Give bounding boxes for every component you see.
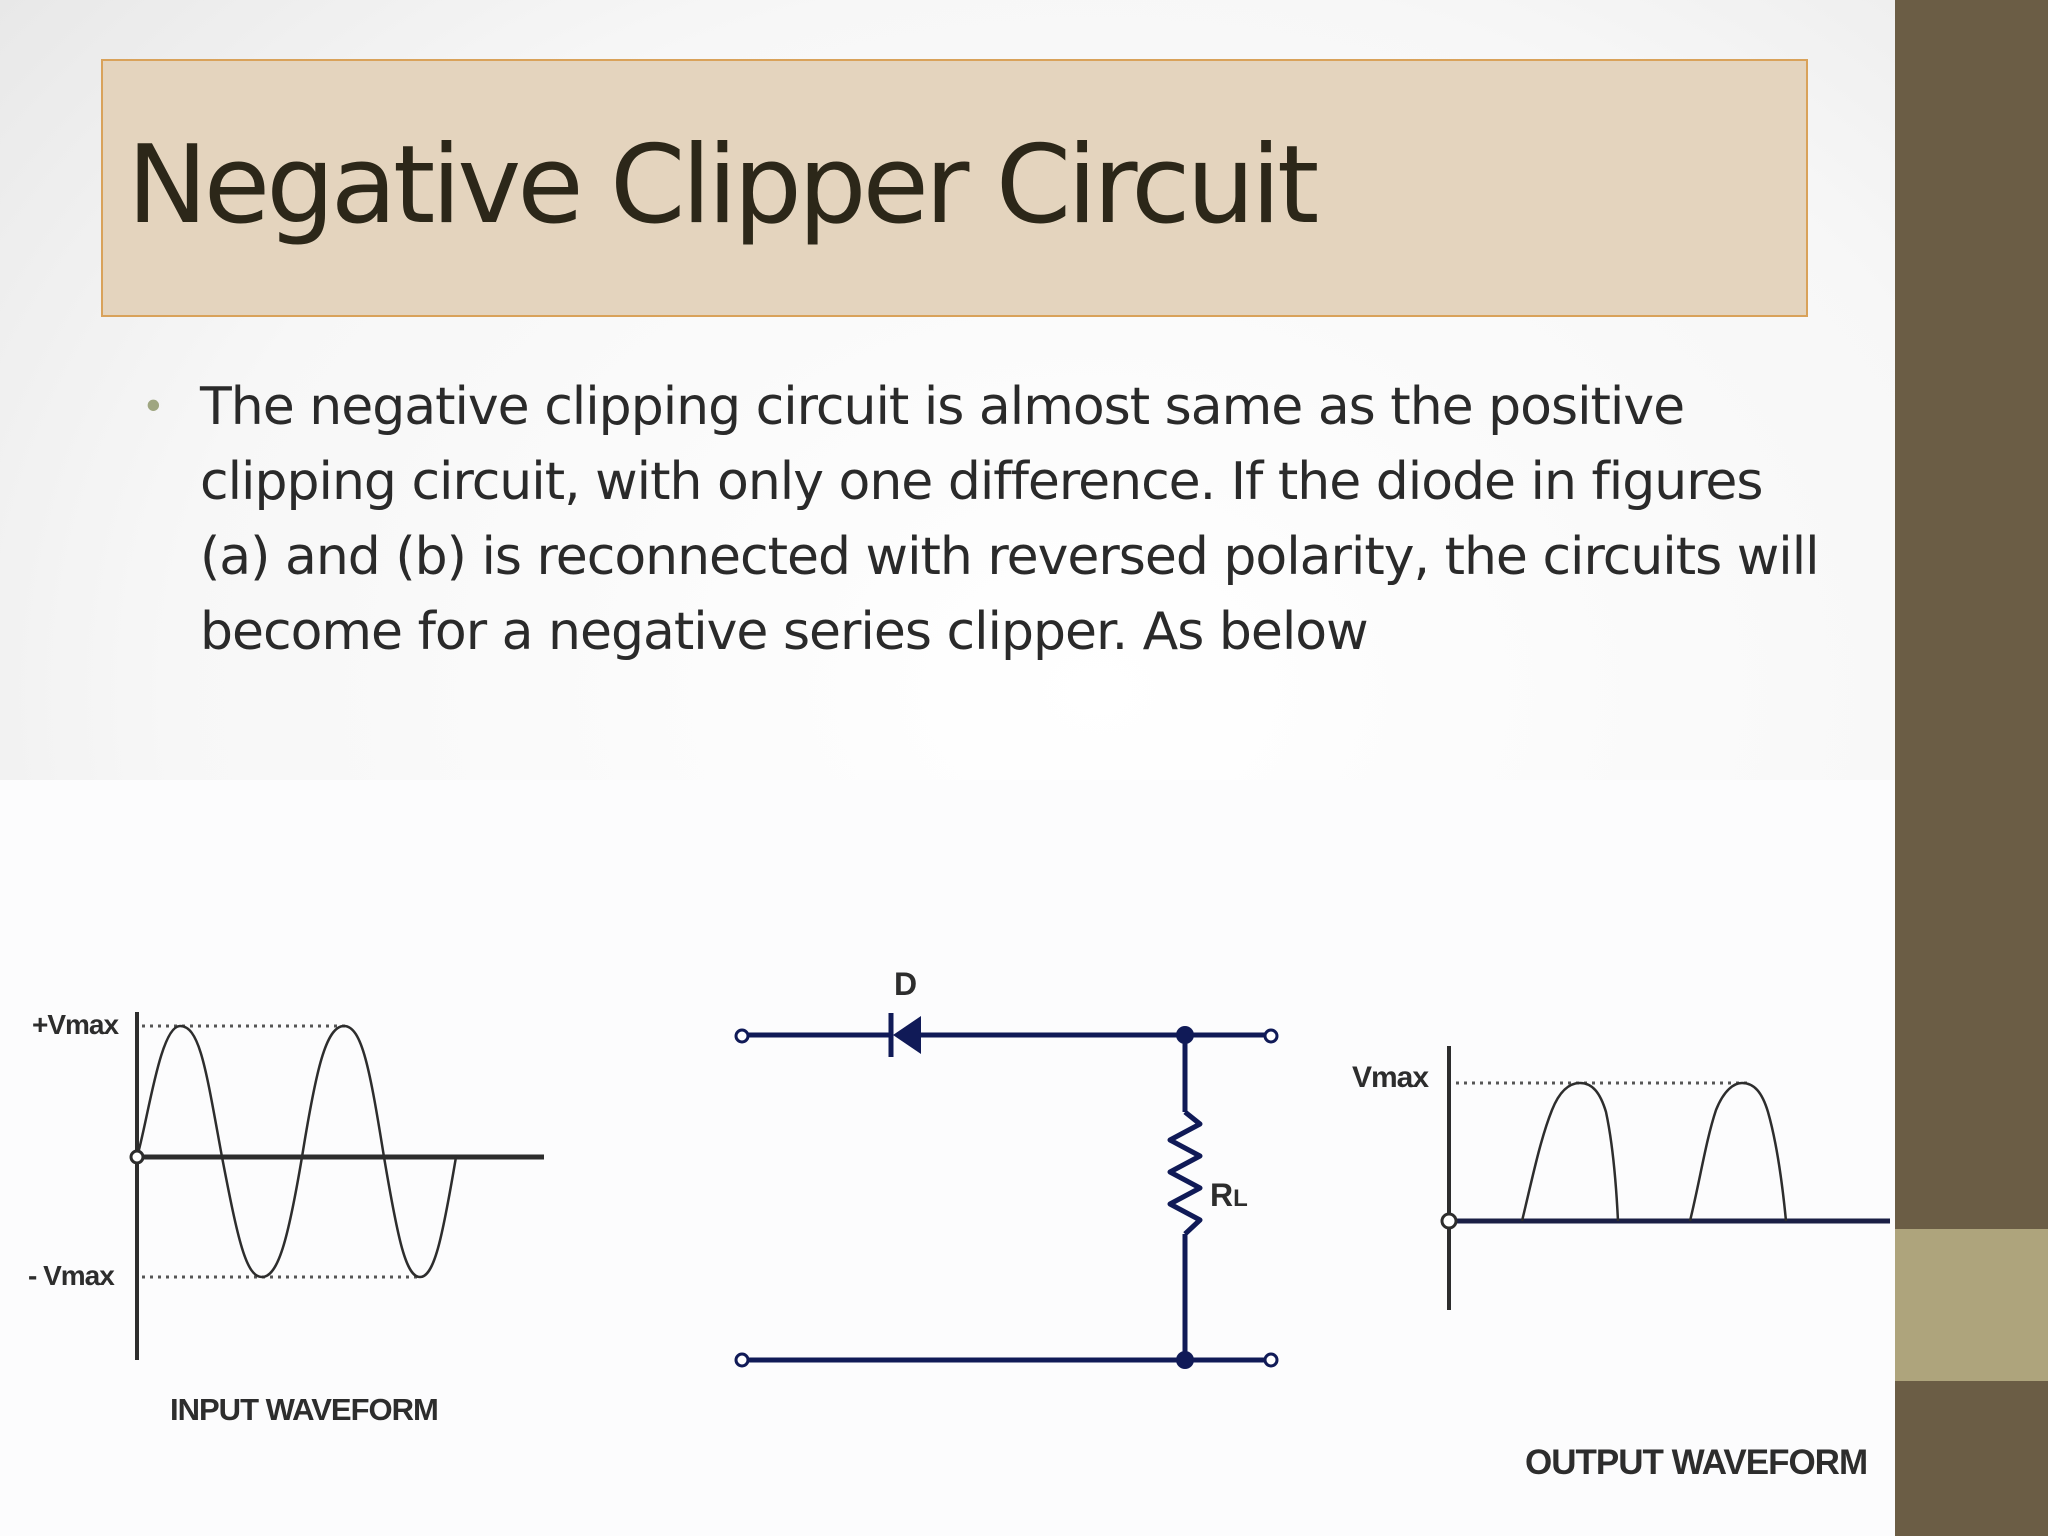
diode-symbol (888, 1013, 921, 1057)
diode-triangle (893, 1016, 921, 1054)
output-origin-node (1440, 1212, 1458, 1230)
output-terminal-top (1263, 1028, 1279, 1044)
title-box: Negative Clipper Circuit (101, 59, 1808, 317)
slide-title: Negative Clipper Circuit (127, 123, 1319, 248)
bullet-text: The negative clipping circuit is almost … (200, 377, 1820, 662)
input-terminal-top (734, 1028, 750, 1044)
clipper-figure: +Vmax - Vmax INPUT WAVEFORM D RL (28, 966, 1890, 1482)
input-pos-vmax-label: +Vmax (32, 1009, 119, 1040)
output-waveform: Vmax OUTPUT WAVEFORM (1352, 1046, 1890, 1482)
clipper-circuit: D RL (734, 966, 1279, 1369)
resistor-zigzag (1167, 1110, 1203, 1236)
input-origin-node (129, 1149, 145, 1165)
resistor-label: RL (1210, 1177, 1248, 1213)
top-junction-dot (1176, 1026, 1194, 1044)
output-vmax-label: Vmax (1352, 1061, 1429, 1094)
bottom-junction-dot (1176, 1351, 1194, 1369)
sidebar-accent-block (1895, 1229, 2048, 1381)
resistor-label-subscript: L (1233, 1185, 1248, 1212)
input-waveform: +Vmax - Vmax INPUT WAVEFORM (28, 1009, 544, 1427)
output-first-pulse (1520, 1081, 1620, 1222)
output-terminal-bottom (1263, 1352, 1279, 1368)
output-waveform-caption: OUTPUT WAVEFORM (1525, 1443, 1867, 1482)
resistor-label-main: R (1210, 1177, 1233, 1213)
input-sine-wave (135, 1024, 458, 1279)
output-second-pulse (1688, 1081, 1788, 1222)
input-terminal-bottom (734, 1352, 750, 1368)
diode-label: D (894, 966, 917, 1002)
slide: Negative Clipper Circuit • The negative … (0, 0, 1895, 1536)
input-waveform-caption: INPUT WAVEFORM (170, 1392, 438, 1427)
input-neg-vmax-label: - Vmax (28, 1260, 115, 1291)
bullet-marker: • (146, 381, 161, 428)
